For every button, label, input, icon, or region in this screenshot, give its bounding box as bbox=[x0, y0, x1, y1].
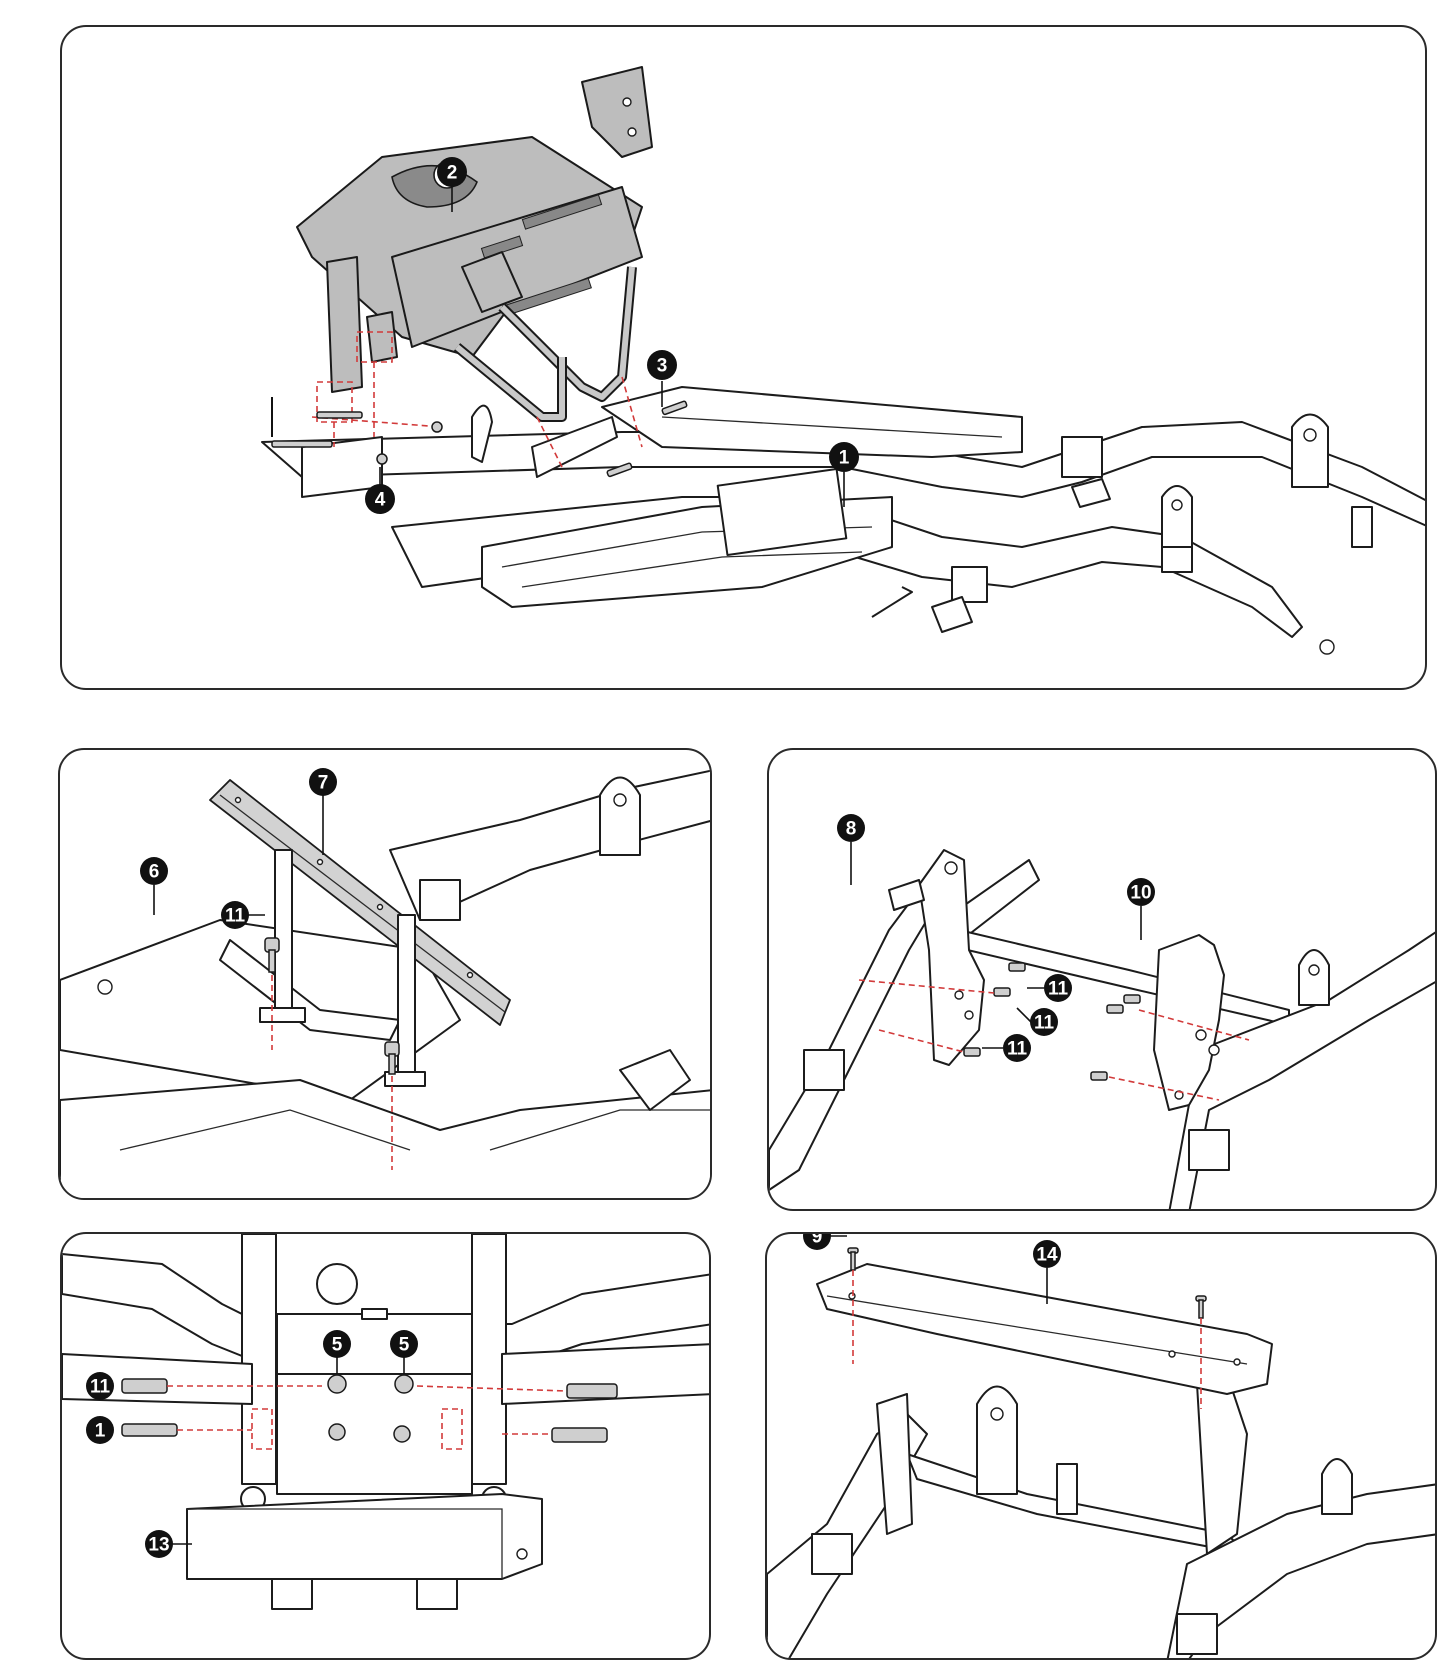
svg-text:13: 13 bbox=[148, 1535, 169, 1556]
bolt-icon bbox=[121, 1378, 168, 1394]
svg-text:10: 10 bbox=[1130, 883, 1151, 904]
top-plate-drawing: 9 14 bbox=[767, 1234, 1435, 1658]
svg-text:1: 1 bbox=[839, 448, 850, 469]
svg-text:11: 11 bbox=[90, 1377, 111, 1398]
screw-shank-icon bbox=[1198, 1299, 1204, 1319]
left-mount-bracket bbox=[888, 849, 985, 1066]
svg-text:11: 11 bbox=[1048, 979, 1069, 1000]
callout-2: 2 bbox=[437, 157, 467, 187]
bumper-bolts bbox=[121, 1374, 618, 1443]
bolt-icon bbox=[963, 1047, 981, 1057]
bolt-icon bbox=[1090, 1071, 1108, 1081]
nut-icon bbox=[394, 1374, 414, 1394]
main-bolts bbox=[271, 397, 688, 478]
bracket-frame bbox=[769, 859, 1435, 1209]
nut-icon bbox=[393, 1425, 411, 1443]
svg-text:11: 11 bbox=[1007, 1039, 1028, 1060]
bumper-drawing: 5 5 11 1 13 bbox=[62, 1234, 709, 1610]
screw-shank-icon bbox=[850, 1251, 856, 1271]
brackets-panel: 8 10 11 11 11 bbox=[767, 748, 1437, 1211]
bumper-bar bbox=[186, 1493, 543, 1610]
callout-8: 8 bbox=[837, 814, 865, 842]
callout-14: 14 bbox=[1033, 1240, 1061, 1268]
top-plate-panel: 9 14 bbox=[765, 1232, 1437, 1660]
svg-text:9: 9 bbox=[812, 1234, 823, 1248]
callout-11: 11 bbox=[86, 1372, 114, 1400]
floor-plate bbox=[60, 919, 710, 1198]
svg-text:11: 11 bbox=[1034, 1013, 1055, 1034]
bolt-icon bbox=[316, 411, 363, 419]
svg-text:7: 7 bbox=[318, 773, 329, 794]
svg-text:6: 6 bbox=[149, 862, 160, 883]
svg-text:2: 2 bbox=[447, 163, 458, 184]
rear-rail bbox=[389, 769, 710, 1111]
main-assembly-panel: 2 3 1 4 bbox=[60, 25, 1427, 690]
callout-11-upper: 11 bbox=[1044, 974, 1072, 1002]
svg-text:5: 5 bbox=[332, 1335, 343, 1356]
callout-5-right: 5 bbox=[390, 1330, 418, 1358]
callout-9: 9 bbox=[803, 1234, 831, 1250]
callout-1: 1 bbox=[86, 1416, 114, 1444]
callout-7: 7 bbox=[309, 768, 337, 796]
bracket-guides bbox=[858, 979, 1250, 1101]
brace-panel: 7 6 11 bbox=[58, 748, 712, 1200]
bolt-shank-icon bbox=[388, 1053, 396, 1075]
callout-10: 10 bbox=[1127, 878, 1155, 906]
bolt-shank-icon bbox=[268, 949, 276, 973]
cross-brace-bar bbox=[209, 779, 511, 1087]
bumper-frame bbox=[62, 1234, 709, 1512]
main-assembly-drawing: 2 3 1 4 bbox=[261, 66, 1425, 655]
callout-3: 3 bbox=[647, 350, 677, 380]
bumper-panel: 5 5 11 1 13 bbox=[60, 1232, 711, 1660]
bolt-icon bbox=[566, 1383, 618, 1399]
brace-guides bbox=[271, 975, 393, 1170]
callout-5-left: 5 bbox=[323, 1330, 351, 1358]
bolt-icon bbox=[551, 1427, 608, 1443]
lower-frame bbox=[767, 1373, 1435, 1658]
callout-1: 1 bbox=[829, 442, 859, 472]
seat-assembly bbox=[296, 66, 653, 422]
right-mount-bracket bbox=[1153, 934, 1225, 1111]
nut-icon bbox=[327, 1374, 347, 1394]
callout-11: 11 bbox=[221, 901, 249, 929]
svg-text:14: 14 bbox=[1036, 1245, 1058, 1266]
bolt-icon bbox=[1008, 962, 1026, 972]
bolt-icon bbox=[121, 1423, 178, 1437]
brace-bolts bbox=[264, 937, 400, 1075]
plate-guides bbox=[852, 1270, 1202, 1409]
top-plate-bar bbox=[816, 1263, 1273, 1395]
callout-13: 13 bbox=[145, 1530, 173, 1558]
callout-11-lower: 11 bbox=[1003, 1034, 1031, 1062]
bolt-icon bbox=[1106, 1004, 1124, 1014]
callout-4: 4 bbox=[365, 484, 395, 514]
svg-text:8: 8 bbox=[846, 819, 857, 840]
brackets-drawing: 8 10 11 11 11 bbox=[769, 814, 1435, 1209]
svg-text:4: 4 bbox=[375, 490, 386, 511]
svg-text:3: 3 bbox=[657, 356, 668, 377]
plate-screws bbox=[847, 1247, 1207, 1319]
nut-icon bbox=[431, 421, 443, 433]
nut-icon bbox=[328, 1423, 346, 1441]
brace-drawing: 7 6 11 bbox=[60, 768, 710, 1198]
callout-6: 6 bbox=[140, 857, 168, 885]
bracket-bolts bbox=[963, 962, 1141, 1081]
bolt-icon bbox=[1123, 994, 1141, 1004]
bolt-icon bbox=[993, 987, 1011, 997]
svg-text:1: 1 bbox=[95, 1421, 106, 1442]
svg-text:11: 11 bbox=[225, 906, 246, 927]
bumper-guides bbox=[167, 1385, 568, 1450]
svg-text:5: 5 bbox=[399, 1335, 410, 1356]
nut-icon bbox=[376, 453, 388, 465]
callout-11-middle: 11 bbox=[1030, 1008, 1058, 1036]
bolt-icon bbox=[271, 440, 333, 448]
